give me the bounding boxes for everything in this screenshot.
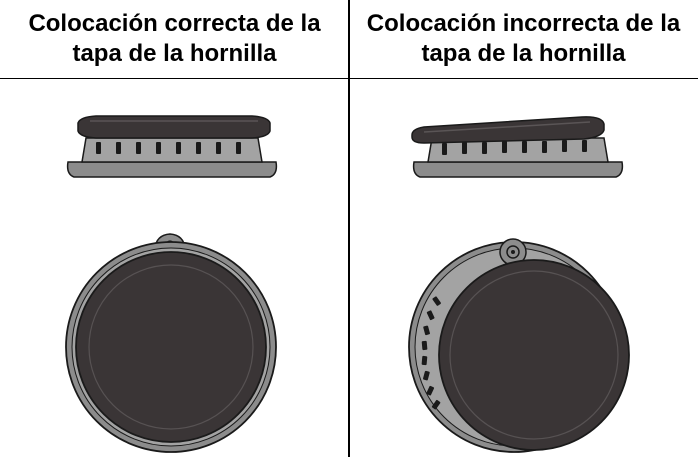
column-divider [348, 0, 350, 457]
correct-side-view [66, 115, 278, 178]
correct-top-view [65, 233, 277, 453]
correct-placement-heading: Colocación correcta de la tapa de la hor… [28, 10, 321, 67]
incorrect-top-view [408, 238, 630, 453]
incorrect-placement-illustration [350, 79, 698, 457]
correct-placement-illustration [0, 79, 348, 457]
incorrect-side-view [411, 116, 624, 178]
header-row: Colocación correcta de la tapa de la hor… [0, 0, 698, 79]
incorrect-placement-heading: Colocación incorrecta de la tapa de la h… [366, 10, 681, 67]
